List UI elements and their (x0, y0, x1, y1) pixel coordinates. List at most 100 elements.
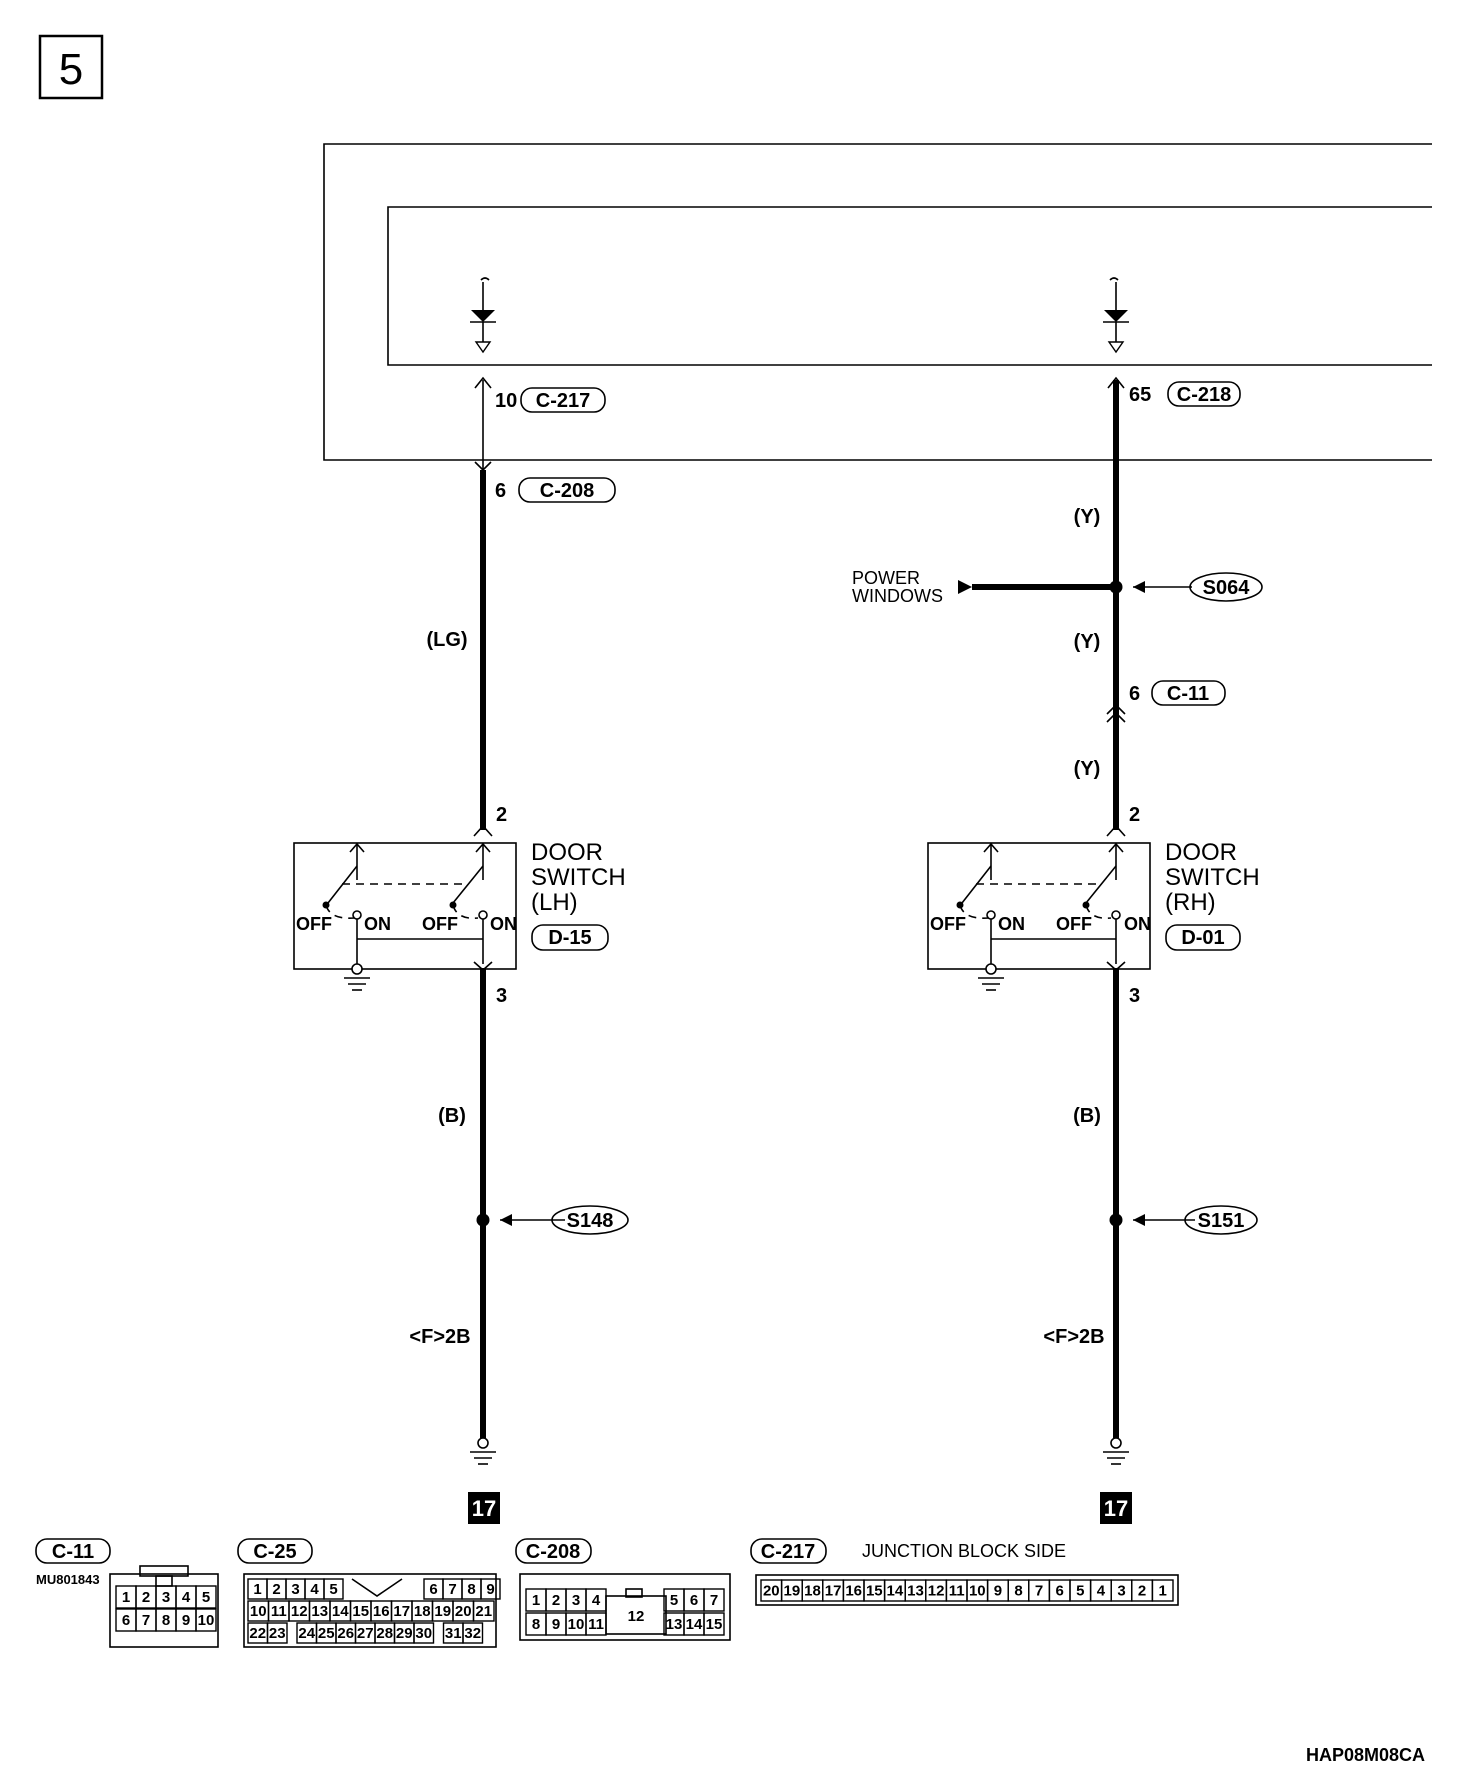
c25-pin-label: 32 (464, 1625, 481, 1642)
c11-pin-label: 6 (122, 1612, 130, 1629)
c217-pin-label: 13 (907, 1583, 924, 1600)
c217-pin-label: 14 (887, 1583, 904, 1600)
c217-pin-label: 6 (1056, 1583, 1064, 1600)
c25-cell (413, 1622, 435, 1644)
c11-pin-label: 4 (182, 1589, 191, 1606)
left-top-connector-id: C-217 (536, 390, 590, 412)
c25-pin-label: 19 (434, 1603, 451, 1620)
c25-cell (462, 1622, 484, 1644)
right-splice-top-id: S064 (1203, 577, 1251, 599)
left-switch-name-line2: SWITCH (531, 864, 626, 891)
c25-pin-label: 11 (271, 1603, 287, 1620)
c217-pin-label: 17 (825, 1583, 842, 1600)
c11-view-id: C-11 (52, 1541, 94, 1563)
c25-pin-label: 28 (376, 1625, 393, 1642)
right-circuit-wires (958, 376, 1195, 1438)
right-top-connector-id: C-218 (1177, 384, 1231, 406)
left-wire-color-b: (B) (438, 1105, 466, 1127)
c217-view-id: C-217 (761, 1541, 815, 1563)
c25-pin-label: 12 (291, 1603, 308, 1620)
right-wire-color-y-2: (Y) (1074, 631, 1101, 653)
c25-pin-label: 8 (467, 1581, 475, 1598)
c25-cell (266, 1622, 288, 1644)
c25-pin-label: 9 (486, 1581, 494, 1598)
left-switch-pin-out: 3 (496, 985, 507, 1007)
left-top-pin: 10 (495, 390, 517, 412)
diode-left (470, 277, 496, 354)
c11-pin-label: 8 (162, 1612, 170, 1629)
right-wire-color-b: (B) (1073, 1105, 1101, 1127)
c25-cell (480, 1578, 501, 1600)
footer-code: HAP08M08CA (1306, 1745, 1425, 1765)
left-switch-on-2: ON (490, 914, 517, 934)
c25-pin-label: 14 (332, 1603, 349, 1620)
c25-pin-label: 17 (393, 1603, 410, 1620)
c208-pin-label: 6 (690, 1592, 698, 1609)
c208-pin-label: 2 (552, 1592, 560, 1609)
right-ground-label: <F>2B (1043, 1326, 1104, 1348)
right-branch-label-line2: WINDOWS (852, 586, 943, 606)
c25-pin-label: 26 (337, 1625, 354, 1642)
door-switch-lh (293, 842, 517, 991)
c25-pin-label: 20 (455, 1603, 472, 1620)
c25-pin-label: 7 (448, 1581, 456, 1598)
left-switch-pin-in: 2 (496, 804, 507, 826)
c217-pin-label: 9 (994, 1583, 1002, 1600)
right-ground-symbol (1100, 1437, 1132, 1524)
c217-pin-label: 2 (1138, 1583, 1146, 1600)
c217-pin-label: 10 (969, 1583, 986, 1600)
left-ground-ref: 17 (472, 1496, 496, 1521)
c217-pin-label: 19 (784, 1583, 801, 1600)
c11-pin-label: 9 (182, 1612, 190, 1629)
right-wire-color-y-1: (Y) (1074, 506, 1101, 528)
c217-pin-label: 8 (1014, 1583, 1022, 1600)
left-switch-on-1: ON (364, 914, 391, 934)
c217-pin-label: 3 (1117, 1583, 1125, 1600)
right-switch-connector-id: D-01 (1181, 927, 1224, 949)
c217-pin-label: 12 (928, 1583, 945, 1600)
c25-pin-label: 15 (352, 1603, 369, 1620)
c217-pin-label: 18 (804, 1583, 821, 1600)
c25-pin-label: 3 (291, 1581, 299, 1598)
c208-cell (703, 1588, 725, 1612)
right-switch-name-line1: DOOR (1165, 839, 1237, 866)
c208-pin-label: 1 (532, 1592, 540, 1609)
c208-pin-label: 10 (568, 1616, 585, 1633)
c25-pin-label: 1 (253, 1581, 261, 1598)
right-switch-name-line3: (RH) (1165, 889, 1216, 916)
c217-pin-label: 1 (1159, 1583, 1167, 1600)
c217-cell (1151, 1579, 1174, 1602)
c25-pin-label: 27 (357, 1625, 374, 1642)
c11-cell (195, 1585, 217, 1609)
inner-module-outline (387, 206, 1432, 366)
right-switch-pin-in: 2 (1129, 804, 1140, 826)
right-switch-off-2: OFF (1056, 914, 1092, 934)
right-switch-pin-out: 3 (1129, 985, 1140, 1007)
c11-pin-label: 2 (142, 1589, 150, 1606)
left-circuit-wires (473, 376, 565, 1438)
left-harness-connector-id: C-208 (540, 480, 594, 502)
right-splice-id: S151 (1198, 1210, 1245, 1232)
c208-pin-label: 13 (666, 1616, 683, 1633)
c11-pin-label: 3 (162, 1589, 170, 1606)
left-wire-color-lg: (LG) (426, 629, 467, 651)
left-switch-off-1: OFF (296, 914, 332, 934)
c11-pin-label: 1 (122, 1589, 130, 1606)
c25-pin-label: 18 (414, 1603, 431, 1620)
junction-block-outline (323, 143, 1432, 461)
c11-pin-label: 5 (202, 1589, 210, 1606)
left-switch-name-line1: DOOR (531, 839, 603, 866)
c208-pin-label: 4 (592, 1592, 601, 1609)
c208-pin-label: 15 (706, 1616, 723, 1633)
c217-pin-label: 5 (1076, 1583, 1084, 1600)
c208-center-pin: 12 (628, 1608, 645, 1625)
right-top-pin: 65 (1129, 384, 1151, 406)
right-switch-on-2: ON (1124, 914, 1151, 934)
left-switch-connector-id: D-15 (548, 927, 591, 949)
c25-pin-label: 2 (272, 1581, 280, 1598)
left-harness-pin: 6 (495, 480, 506, 502)
left-ground-label: <F>2B (409, 1326, 470, 1348)
c217-pin-label: 15 (866, 1583, 883, 1600)
